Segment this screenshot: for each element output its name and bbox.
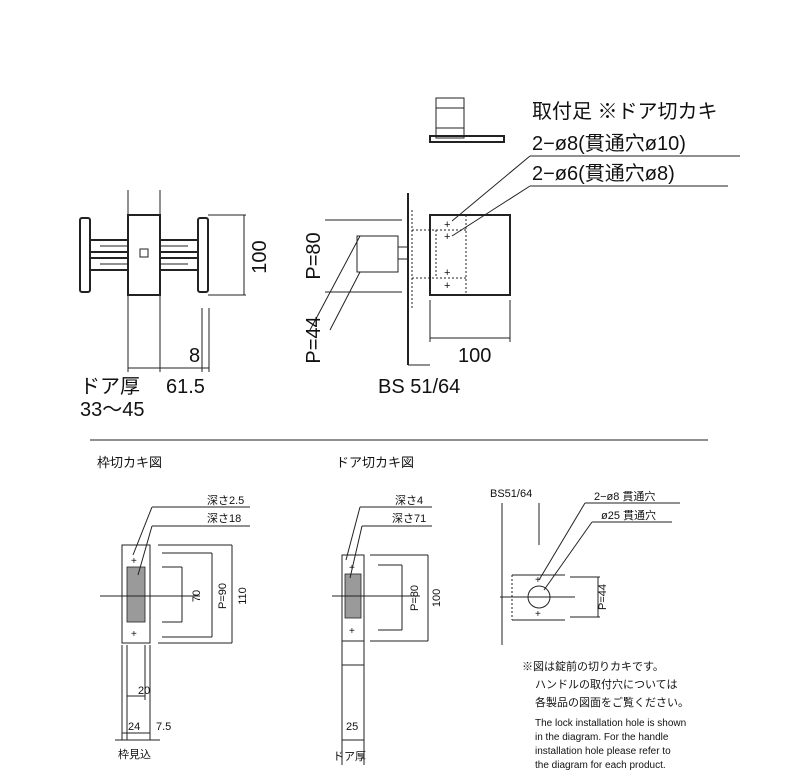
frame-dim-110: 110 [237,587,249,605]
dim-p80: P=80 [303,232,325,279]
svg-text:+: + [349,626,355,637]
dim-61-5: 61.5 [166,376,205,398]
note-jp-1: ※図は錠前の切りカキです。 [522,659,664,673]
hole-p44-label: P=44 [597,584,609,610]
frame-depth-2-5: 深さ2.5 [207,494,244,507]
hole-6-label: 2−ø6(貫通穴ø8) [532,162,675,185]
note-block: ※図は錠前の切りカキです。 ハンドルの取付穴については 各製品の図面をご覧くださ… [522,659,689,771]
handle-side-view [79,190,246,372]
door-cutout-title: ドア切カキ図 [336,455,414,470]
door-dim-p80: P=80 [409,585,421,611]
door-thickness-label: ドア厚 [80,376,140,398]
frame-dim-70: 70 [191,590,203,602]
foot-icon [429,97,505,143]
frame-mikomi-label: 枠見込 [118,747,151,761]
note-en-1: The lock installation hole is shown [535,718,686,729]
note-jp-3: 各製品の図面をご覧ください。 [535,695,689,709]
door-dim-100: 100 [431,589,443,607]
note-jp-2: ハンドルの取付穴については [535,677,677,691]
dim-100-vertical: 100 [249,240,271,273]
note-en-4: the diagram for each product. [535,760,666,771]
hole-25-label: ø25 貫通穴 [601,508,656,522]
frame-dim-24: 24 [128,721,140,733]
svg-text:+: + [444,267,450,279]
svg-text:+: + [535,609,541,620]
note-en-3: installation hole please refer to [535,746,671,757]
door-cutout-diagram: + + [332,506,432,765]
svg-text:+: + [131,629,137,640]
hole-8-label: 2−ø8(貫通穴ø10) [532,132,686,155]
svg-text:+: + [444,231,450,243]
svg-text:+: + [444,280,450,292]
backset-small-label: BS51/64 [490,488,532,500]
frame-depth-18: 深さ18 [207,512,241,525]
hole-8-small-label: 2−ø8 貫通穴 [594,489,655,503]
door-dim-25: 25 [346,721,358,733]
foot-label: 取付足 ※ドア切カキ [532,100,718,123]
door-thickness-label-small: ドア厚 [333,750,366,763]
svg-text:+: + [535,575,541,586]
backset-label: BS 51/64 [378,376,460,398]
frame-dim-20: 20 [138,685,150,697]
note-en-2: in the diagram. For the handle [535,732,669,743]
handle-hole-diagram: + + [500,502,680,645]
frame-dim-7-5: 7.5 [156,721,171,733]
frame-cutout-diagram: + + [100,506,250,741]
frame-dim-p90: P=90 [217,583,229,609]
dim-p44: P=44 [303,316,325,363]
rosette-front-view: + + + + [309,155,740,366]
frame-cutout-title: 枠切カキ図 [97,455,162,470]
svg-text:+: + [444,219,450,231]
svg-text:+: + [131,556,137,567]
dim-8: 8 [189,345,200,367]
door-thickness-range: 33〜45 [80,399,145,421]
door-depth-4: 深さ4 [395,494,423,507]
door-depth-71: 深さ71 [392,512,426,525]
dim-100-horizontal: 100 [458,345,491,367]
